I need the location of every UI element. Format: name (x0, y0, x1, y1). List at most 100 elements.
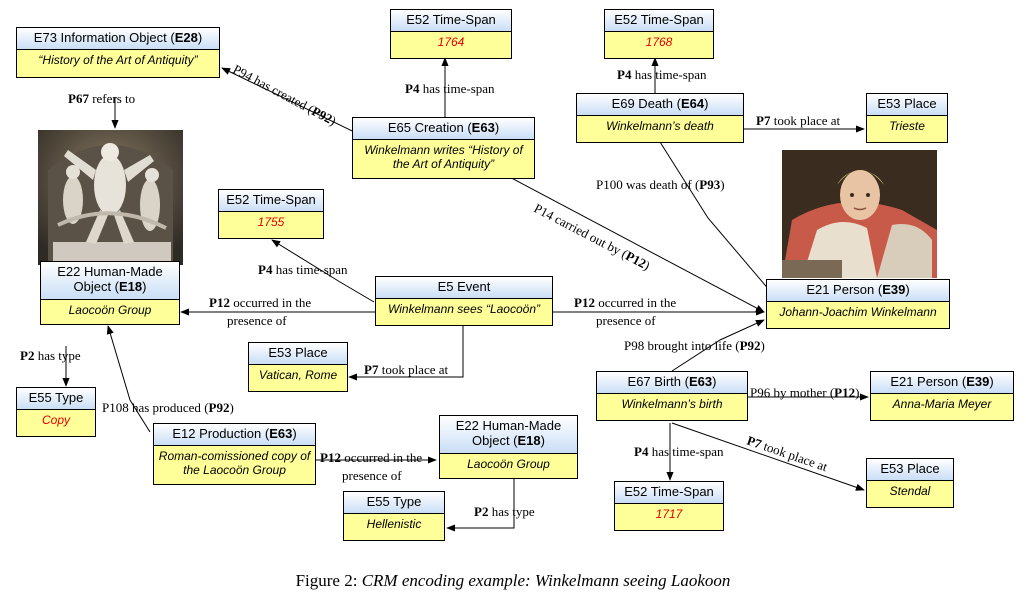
node-value: Winkelmann’s birth (597, 394, 747, 420)
node-value: 1717 (615, 504, 723, 530)
node-class-label: E53 Place (867, 459, 953, 481)
edge-label-p12-left: P12 occurred in the (209, 295, 311, 310)
edge-code: P93 (699, 177, 720, 192)
node-value: Trieste (867, 116, 947, 142)
node-creation: E65 Creation (E63)Winkelmann writes “His… (352, 117, 535, 179)
node-class-label: E5 Event (376, 277, 552, 299)
class-code: E63 (269, 426, 293, 441)
node-class-label: E52 Time-Span (615, 482, 723, 504)
edge-text: ) (855, 385, 859, 400)
edge-text: ) (642, 258, 653, 273)
edge-label-p100: P100 was death of (P93) (596, 177, 725, 192)
node-value: Winkelmann writes “History of the Art of… (353, 140, 534, 178)
edge-text-line1: occurred in the (341, 450, 422, 465)
node-class-label: E73 Information Object (E28) (17, 28, 219, 50)
figure-caption: Figure 2: CRM encoding example: Winkelma… (0, 571, 1026, 591)
edge-code: P7 (745, 433, 764, 452)
node-value: Johann-Joachim Winkelmann (767, 302, 949, 328)
edge-code: P4 (617, 67, 632, 82)
edge-text: ( (827, 385, 835, 400)
node-class-label: E52 Time-Span (605, 10, 713, 32)
edge-text: ) (720, 177, 724, 192)
node-death: E69 Death (E64)Winkelmann’s death (576, 93, 744, 143)
node-value: Winkelmann sees “Laocoön” (376, 299, 552, 325)
edge-line-p7-event (348, 326, 464, 381)
class-name: E52 Time-Span (226, 192, 316, 207)
edge-code: P4 (634, 444, 649, 459)
class-code: E63 (471, 120, 495, 135)
node-value: Laocoön Group (440, 454, 577, 478)
edge-line-p100 (659, 141, 783, 306)
node-class-label: E21 Person (E39) (767, 280, 949, 302)
edge-code: P67 (68, 91, 89, 106)
class-code: E63 (688, 374, 713, 389)
edge-label-p12-left-fulltext: occurred in the presence of (209, 295, 350, 310)
edge-code: P12 (209, 295, 230, 310)
class-name: E69 Death (611, 96, 673, 111)
class-name: E21 Person (890, 374, 959, 389)
class-name: E53 Place (268, 345, 328, 360)
edge-label-p12-right-fulltext: occurred in the presence of (574, 295, 715, 310)
edge-text: P94 has created (231, 61, 311, 113)
edge-label-p7-event: P7 took place at (364, 362, 449, 377)
class-name: E12 Production (172, 426, 262, 441)
node-value: Winkelmann’s death (577, 116, 743, 142)
node-production: E12 Production (E63)Roman-comissioned co… (153, 423, 316, 485)
edge-text: has time-span (276, 262, 348, 277)
class-code: E18 (119, 279, 143, 294)
class-name: E55 Type (28, 390, 84, 405)
edge-code: P12 (574, 295, 595, 310)
edge-label-p2-copy: P2 has type (20, 348, 81, 363)
edge-text: refers to (92, 91, 135, 106)
edge-label-p12-prod: P12 occurred in the (320, 450, 422, 465)
node-hmo1: E22 Human-Made Object (E18)Laocoön Group (40, 261, 180, 325)
edge-text: ) (328, 113, 339, 128)
node-class-label: E21 Person (E39) (871, 372, 1013, 394)
caption-prefix: Figure 2: (295, 571, 358, 590)
class-name: E53 Place (877, 96, 937, 111)
class-name: E21 Person (806, 282, 875, 297)
edge-line-p108 (106, 325, 151, 433)
edge-text: has time-span (423, 81, 495, 96)
class-name: E73 Information Object (33, 30, 167, 45)
edge-code: P92 (209, 400, 230, 415)
edge-text: ( (692, 177, 700, 192)
edge-line-p14 (499, 171, 765, 313)
edge-line-p2-hell (446, 477, 515, 532)
edge-label-p96: P96 by mother (P12) (750, 385, 859, 400)
edge-text: took place at (382, 362, 449, 377)
edge-label-p4-event: P4 has time-span (258, 262, 348, 277)
node-class-label: E52 Time-Span (391, 10, 511, 32)
edge-code: P4 (258, 262, 273, 277)
node-ts1717: E52 Time-Span 1717 (614, 481, 724, 531)
edge-code: P7 (364, 362, 379, 377)
node-class-label: E55 Type (17, 388, 95, 410)
class-name: E52 Time-Span (624, 484, 714, 499)
node-value: Stendal (867, 481, 953, 507)
edge-text: took place at (774, 113, 841, 128)
node-class-label: E12 Production (E63) (154, 424, 315, 446)
edge-label-p14: P14 carried out by (P12) (532, 200, 653, 273)
node-class-label: E53 Place (249, 343, 347, 365)
edge-line-p7-birth (671, 422, 865, 491)
edge-text: ( (201, 400, 209, 415)
node-class-label: E22 Human-Made Object (E18) (41, 262, 179, 300)
edge-line-p4-event (271, 239, 375, 303)
edge-text: P96 by mother (750, 385, 827, 400)
class-name: E52 Time-Span (406, 12, 496, 27)
edge-label-p108: P108 has produced (P92) (102, 400, 234, 415)
edge-label-p98: P98 brought into life (P92) (624, 338, 765, 353)
edge-code: P4 (405, 81, 420, 96)
node-class-label: E22 Human-Made Object (E18) (440, 416, 577, 454)
node-person2: E21 Person (E39)Anna-Maria Meyer (870, 371, 1014, 421)
edge-label-p12-prod-line2: presence of (342, 468, 402, 483)
class-code: E39 (882, 282, 906, 297)
edge-text: ) (761, 338, 765, 353)
node-value: “History of the Art of Antiquity” (17, 50, 219, 77)
node-value: 1768 (605, 32, 713, 58)
